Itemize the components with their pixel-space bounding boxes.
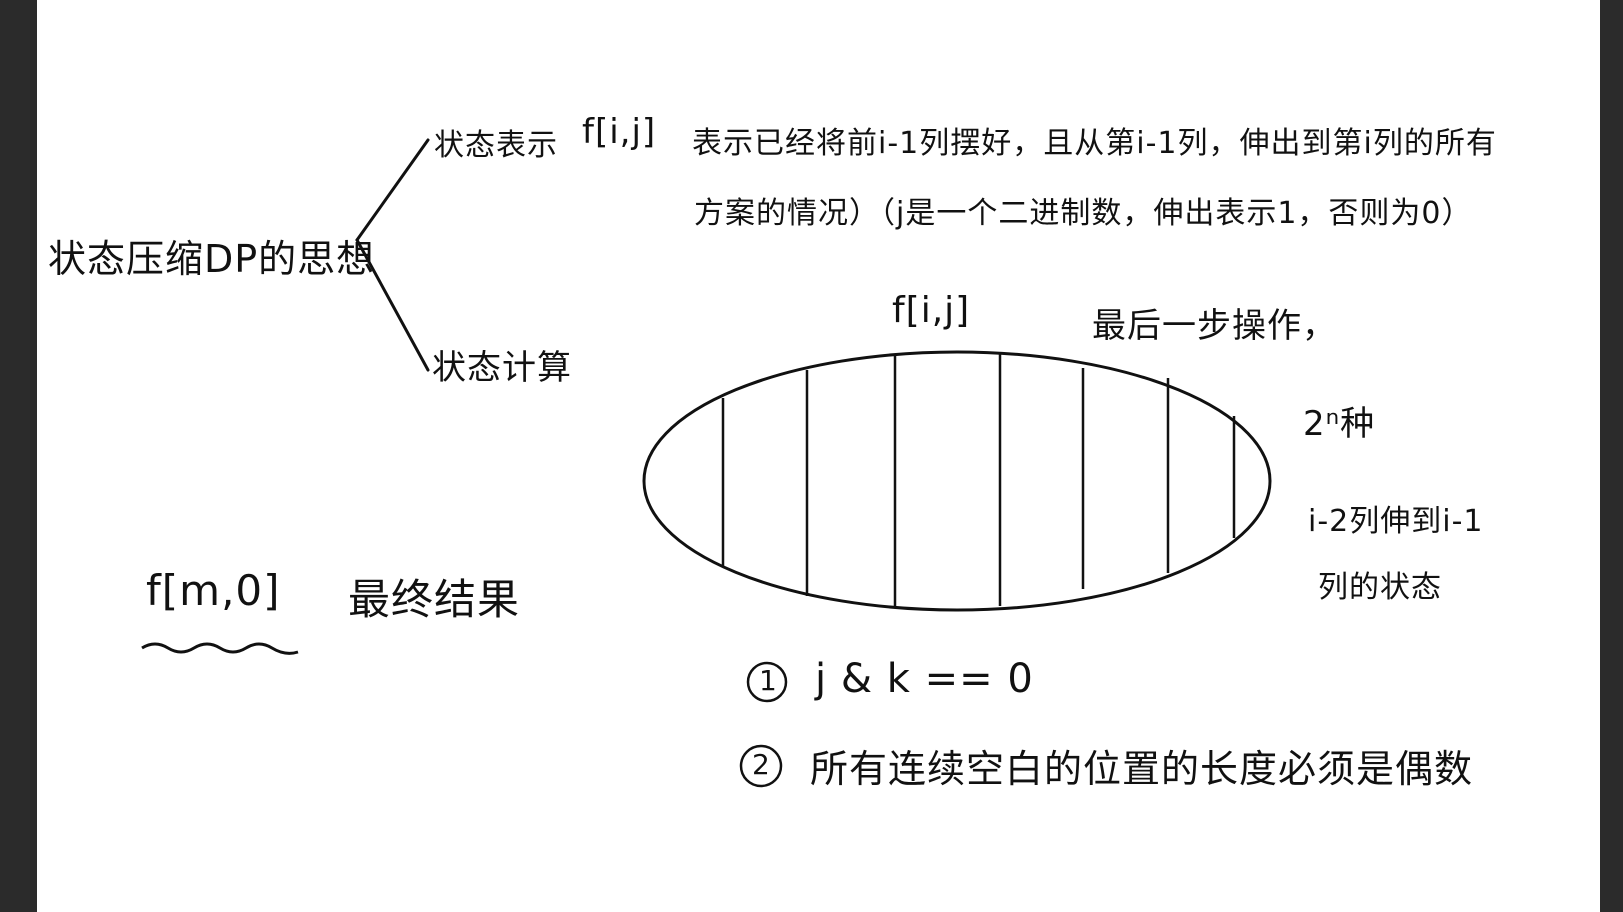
final-label: 最终结果 <box>348 575 521 624</box>
state-repr-formula: f[i,j] <box>582 112 657 152</box>
state-repr-label: 状态表示 <box>434 128 558 163</box>
state-ellipse <box>642 350 1272 612</box>
count-label: 2ⁿ种 <box>1303 404 1376 444</box>
circle-mark-1 <box>746 661 788 703</box>
circle-mark-2 <box>739 744 783 788</box>
state-calc-label: 状态计算 <box>432 348 572 388</box>
note-line1: i-2列伸到i-1 <box>1308 504 1484 539</box>
root-label: 状态压缩DP的思想 <box>48 237 376 281</box>
branch-line-upper <box>355 138 430 242</box>
wavy-underline <box>141 642 299 655</box>
last-step-label: 最后一步操作， <box>1092 306 1337 346</box>
branch-line-lower <box>355 238 430 372</box>
state-repr-desc-line1: 表示已经将前i-1列摆好，且从第i-1列，伸出到第i列的所有 <box>692 126 1497 161</box>
condition-2-text: 所有连续空白的位置的长度必须是偶数 <box>810 747 1474 791</box>
state-repr-desc-line2: 方案的情况）（j是一个二进制数，伸出表示1，否则为0） <box>694 196 1473 231</box>
circle-digit-1: 1 <box>759 664 778 697</box>
condition-1-text: j & k == 0 <box>815 656 1034 702</box>
paper-sheet <box>37 0 1600 912</box>
final-formula: f[m,0] <box>146 566 281 615</box>
circle-digit-2: 2 <box>752 748 771 781</box>
note-line2: 列的状态 <box>1318 570 1442 605</box>
ellipse-top-formula: f[i,j] <box>892 290 971 331</box>
